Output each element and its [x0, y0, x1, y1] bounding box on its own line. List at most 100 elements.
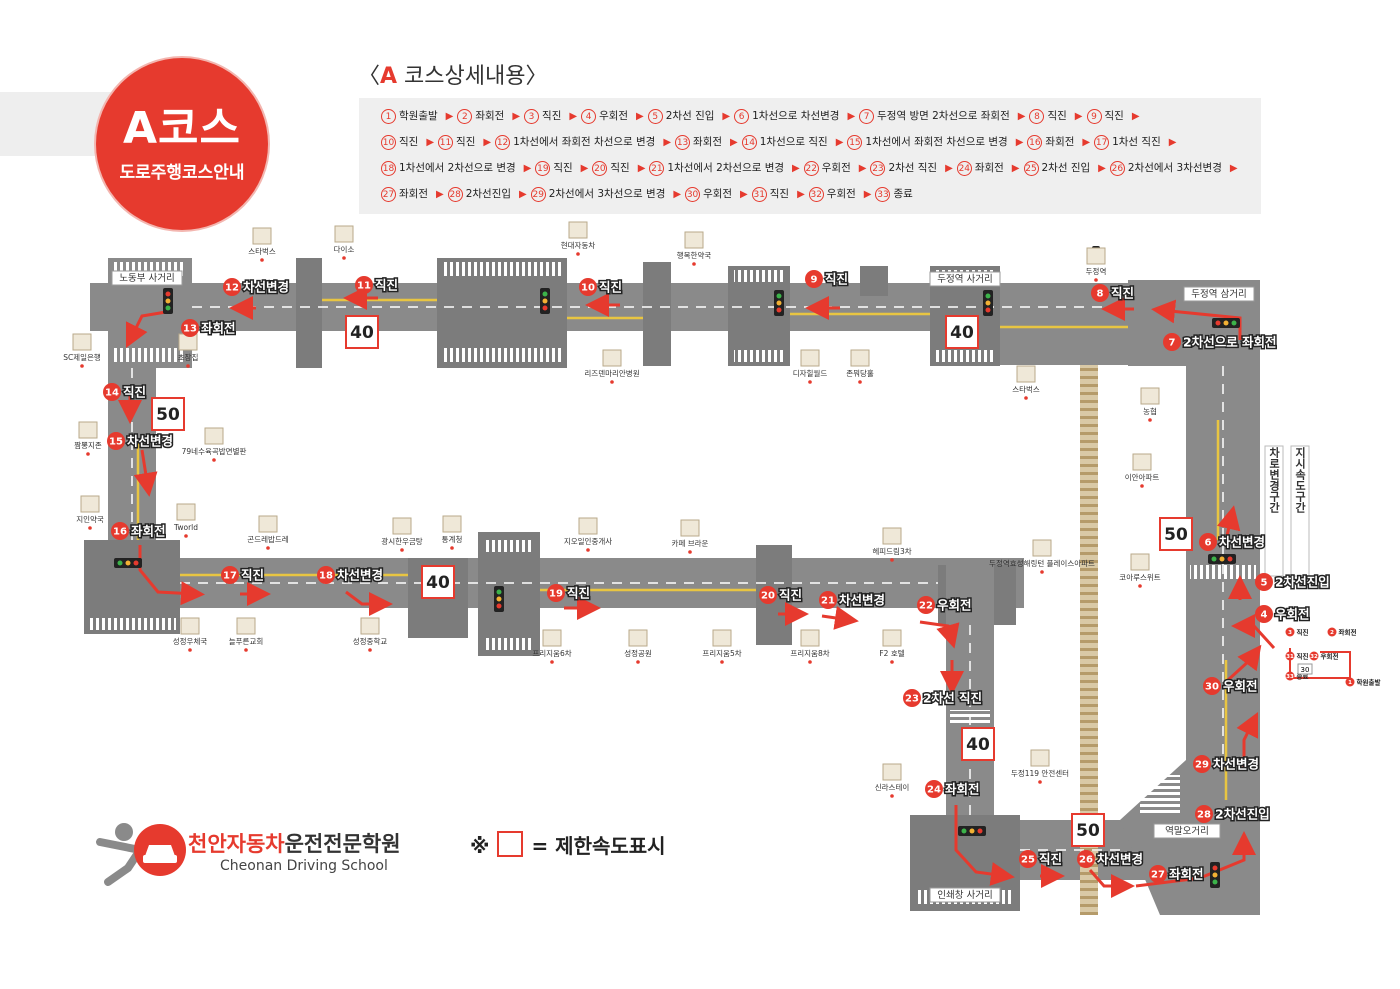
callout-label: 직진 [1297, 628, 1309, 637]
callout-number-badge [1195, 805, 1213, 823]
callout-number: 18 [319, 571, 333, 582]
callout-number-badge [903, 689, 921, 707]
arrow-icon: ▶ [835, 137, 844, 148]
speed-sign-3: 50 [156, 405, 180, 425]
landmark-name: 다이소 [334, 244, 355, 254]
building-icon [882, 527, 902, 545]
landmark-building: 신라스테이 [875, 763, 910, 798]
callout-number: 32 [1310, 654, 1318, 660]
step-number: 1 [381, 108, 396, 124]
landmark-name: 신라스테이 [875, 782, 910, 792]
callout-label: 직진 [825, 272, 848, 287]
speed-sign-5: 40 [426, 573, 450, 593]
landmark-name: 두정역 [1086, 266, 1107, 276]
step-text: 우회전 [821, 162, 851, 174]
callout: 25 직진 [1019, 850, 1064, 868]
landmark-building: 스타벅스 [248, 227, 276, 262]
building-icon [602, 349, 622, 367]
callout-number-badge [107, 432, 125, 450]
callout-number: 10 [581, 283, 595, 294]
callout-number-badge [1255, 605, 1273, 623]
callout-number: 30 [1205, 682, 1219, 693]
callout-label: 좌회전 [945, 782, 980, 797]
academy-english: Cheonan Driving School [220, 858, 388, 874]
callout-label: 직진 [1039, 852, 1062, 867]
building-icon [1016, 365, 1036, 383]
callout-number-badge [1327, 627, 1337, 637]
course-badge: A코스 도로주행코스안내 [96, 58, 268, 230]
landmark-name: 현대자동차 [561, 241, 596, 250]
landmark-building: 존뭐당홀 [846, 349, 874, 384]
callout-number: 4 [1261, 610, 1268, 621]
label-dujeong-three: 두정역 삼거리 [1191, 289, 1246, 300]
landmark-building: 리즈덴마리안병원 [584, 349, 640, 384]
landmark-name: 곤드레밥드레 [247, 535, 288, 544]
callout-number: 3 [1288, 630, 1292, 636]
step-text: 1차선 직진 [1112, 136, 1161, 148]
callout-label: 우회전 [1223, 679, 1258, 694]
arrow-icon: ▶ [483, 137, 492, 148]
step-number: 14 [741, 134, 757, 150]
landmark-building: 79네수육곡밥면별판 [182, 427, 247, 462]
arrow-icon: ▶ [663, 137, 672, 148]
callout-number: 23 [905, 694, 919, 705]
speed-zone-label: 지시속도구간 [1294, 446, 1307, 513]
callout-number-badge [917, 596, 935, 614]
building-icon [578, 517, 598, 535]
label-dujeong-station: 두정역 사거리 [937, 274, 992, 285]
arrow-icon: ▶ [1082, 137, 1091, 148]
step-number: 22 [803, 160, 819, 176]
landmark-name: 79네수육곡밥면별판 [182, 446, 247, 456]
callout-number: 20 [761, 591, 775, 602]
speed-limit-signs: 40 40 50 50 40 40 50 [151, 315, 1193, 847]
callout-number: 33 [1286, 674, 1294, 680]
arrow-icon: ▶ [858, 163, 867, 174]
step-text: 2차선 진입 [665, 110, 715, 122]
railway [1080, 365, 1098, 915]
callout-number-badge [181, 319, 199, 337]
academy-brand: 천안자동차 [188, 832, 285, 856]
building-icon [1132, 453, 1152, 471]
heading-letter: A [380, 64, 398, 89]
landmark-building: 짬뽕지존 [74, 421, 102, 456]
callout-number-badge [1309, 651, 1319, 661]
arrow-icon: ▶ [1017, 111, 1026, 122]
callout-label: 우회전 [937, 598, 972, 613]
callout-label: 직진 [567, 586, 590, 601]
callout-number: 25 [1021, 855, 1035, 866]
legend-box-icon [497, 831, 524, 857]
callout-label: 직진 [1297, 652, 1309, 661]
callout-number-badge [925, 780, 943, 798]
legend-text: = 제한속도표시 [531, 834, 666, 858]
callout-number: 24 [927, 785, 941, 796]
callout-number: 27 [1151, 870, 1165, 881]
step-text: 2차선에서 3차선변경 [1127, 162, 1222, 174]
landmark-building: 카페 브라운 [672, 519, 709, 554]
callout-number-badge [223, 278, 241, 296]
landmark-name: 통계청 [442, 534, 463, 544]
callout-number: 16 [113, 527, 127, 538]
arrow-icon: ▶ [1168, 137, 1177, 148]
callout-label: 학원출발 [1357, 678, 1381, 687]
arrow-icon: ▶ [847, 111, 856, 122]
arrow-icon: ▶ [1011, 163, 1020, 174]
speed-legend: ※= 제한속도표시 [470, 830, 666, 859]
step-number: 27 [381, 186, 396, 202]
step-number: 16 [1027, 134, 1043, 150]
landmark-name: 디자힐월드 [793, 368, 828, 378]
